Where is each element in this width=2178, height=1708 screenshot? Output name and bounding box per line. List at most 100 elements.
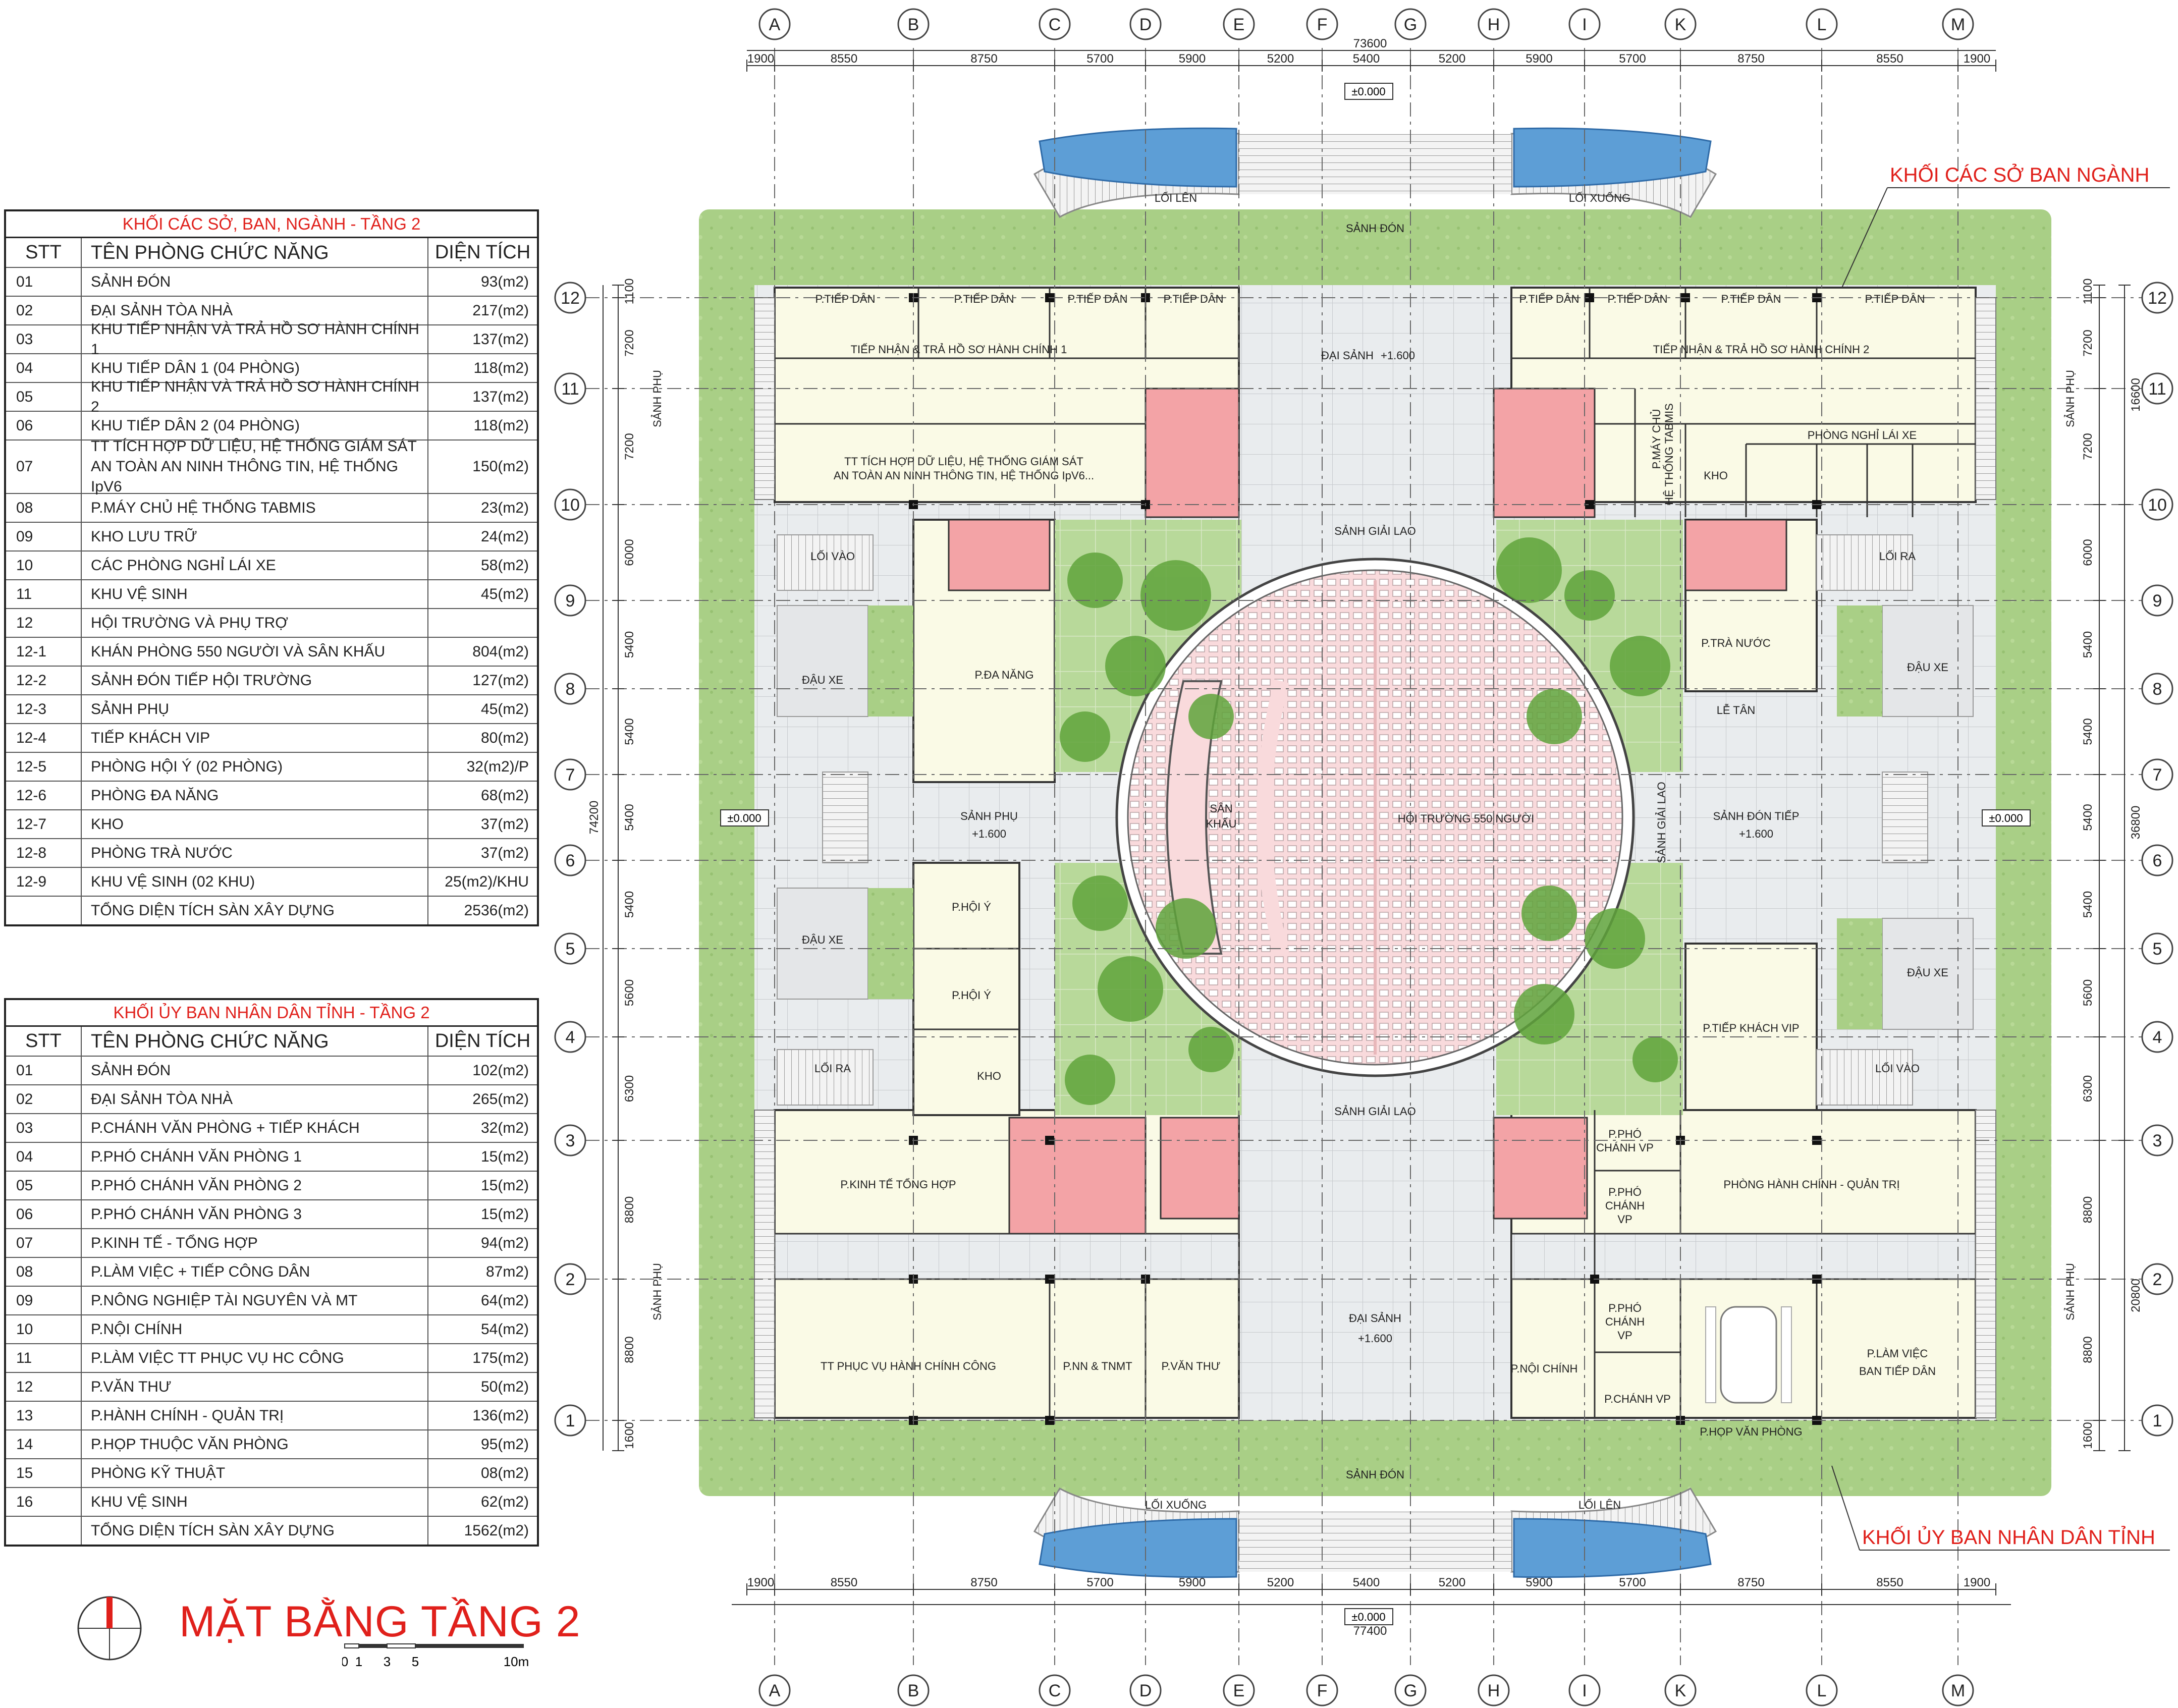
cell-stt: 08 bbox=[6, 494, 82, 522]
dim-label: 6000 bbox=[623, 539, 636, 566]
grid-bubble bbox=[1039, 8, 1071, 40]
cell-name: PHÒNG KỸ THUẬT bbox=[82, 1459, 428, 1487]
cell-area: 804(m2) bbox=[472, 643, 529, 660]
cell-stt: 10 bbox=[6, 552, 82, 579]
cell-name: PHÒNG TRÀ NƯỚC bbox=[82, 839, 428, 867]
dim-label: 1900 bbox=[747, 1576, 774, 1589]
dim-label: 6000 bbox=[2081, 539, 2095, 566]
cell-area: 118(m2) bbox=[473, 359, 529, 376]
room-label: ĐẠI SẢNH bbox=[1349, 1312, 1401, 1325]
grid-bubble bbox=[1223, 1674, 1255, 1706]
grid-bubble bbox=[554, 282, 586, 314]
grid-bubble-label: 1 bbox=[2153, 1411, 2162, 1430]
room-label: P.TIẾP DÂN bbox=[954, 293, 1014, 305]
grid-bubble-label: H bbox=[1488, 15, 1500, 34]
cell-area: 24(m2) bbox=[480, 528, 529, 545]
tree bbox=[1564, 570, 1615, 621]
dim-label: 5400 bbox=[2081, 804, 2095, 831]
dim-label: 5400 bbox=[2081, 891, 2095, 918]
dim-label: 5900 bbox=[1179, 1576, 1206, 1589]
dim-label: 5900 bbox=[1179, 52, 1206, 66]
cell-area: 58(m2) bbox=[480, 557, 529, 574]
cell-name: ĐẠI SẢNH TÒA NHÀ bbox=[82, 1085, 428, 1113]
cell-area: 95(m2) bbox=[480, 1436, 529, 1453]
cell-name: PHÒNG HỘI Ý (02 PHÒNG) bbox=[82, 753, 428, 781]
cell-stt: 02 bbox=[6, 1085, 82, 1113]
grid-bubble bbox=[1129, 8, 1162, 40]
room-label: ĐẬU XE bbox=[1907, 661, 1948, 674]
cell-area: 62(m2) bbox=[480, 1493, 529, 1510]
grid-bubble-label: 9 bbox=[2153, 591, 2162, 611]
grid-bubble bbox=[2141, 488, 2173, 521]
room-label: +1.600 bbox=[972, 828, 1006, 840]
grid-bubble bbox=[1394, 1674, 1427, 1706]
cell-name: TỔNG DIỆN TÍCH SÀN XÂY DỰNG bbox=[82, 897, 428, 924]
room-label: P.NN & TNMT bbox=[1063, 1360, 1132, 1372]
room-label: SẢNH ĐÓN bbox=[1346, 222, 1404, 235]
tree bbox=[1060, 711, 1110, 762]
grid-bubble-label: 10 bbox=[561, 495, 580, 515]
side-label: SẢNH PHỤ bbox=[2064, 1263, 2077, 1320]
scale-bar: 0 1 3 5 10m bbox=[342, 1643, 529, 1669]
landscape bbox=[699, 209, 2051, 1496]
grid-bubble bbox=[554, 1263, 586, 1295]
grid-bubble-label: 5 bbox=[566, 940, 575, 959]
room-label: P.TIẾP DÂN bbox=[815, 293, 875, 305]
grid-bubble bbox=[554, 758, 586, 791]
cell-name: KHU VỆ SINH (02 KHU) bbox=[82, 868, 428, 896]
header-stt: STT bbox=[6, 1027, 82, 1056]
block-labels: KHỐI CÁC SỞ BAN NGÀNH KHỐI ỦY BAN NHÂN D… bbox=[1831, 163, 2170, 1551]
tree bbox=[1098, 956, 1163, 1022]
grid-bubble-label: 2 bbox=[2153, 1270, 2162, 1289]
dim-label: 5200 bbox=[1267, 52, 1294, 66]
cell-stt: 12-9 bbox=[6, 868, 82, 896]
cell-area: 68(m2) bbox=[480, 787, 529, 804]
cell-name: P.LÀM VIỆC TT PHỤC VỤ HC CÔNG bbox=[82, 1344, 428, 1372]
room-label: LỐI RA bbox=[1879, 549, 1916, 563]
grid-bubble bbox=[554, 673, 586, 705]
dim-label: 5400 bbox=[2081, 718, 2095, 745]
dim-label: 6300 bbox=[2081, 1075, 2095, 1102]
cell-name: KHO bbox=[82, 810, 428, 838]
dim-label: 5200 bbox=[1439, 52, 1465, 66]
header-area: DIỆN TÍCH bbox=[434, 1030, 531, 1052]
room-label: KHẤU bbox=[1206, 817, 1236, 830]
room-label: P.NỘI CHÍNH bbox=[1511, 1362, 1578, 1375]
room-label: P.TIẾP DÂN bbox=[1163, 293, 1223, 305]
cell-name: KHU TIẾP DÂN 1 (04 PHÒNG) bbox=[82, 354, 428, 382]
grid-bubble-label: 2 bbox=[566, 1270, 575, 1289]
grid-bubble bbox=[2141, 932, 2173, 965]
room-label: TIẾP NHẬN & TRẢ HỒ SƠ HÀNH CHÍNH 2 bbox=[1653, 343, 1870, 356]
cell-stt: 11 bbox=[6, 580, 82, 608]
cell-stt: 10 bbox=[6, 1315, 82, 1343]
grid-bubble-label: D bbox=[1139, 1681, 1152, 1700]
dim-label: 8550 bbox=[1876, 52, 1903, 66]
dim-total: 77400 bbox=[1353, 1624, 1387, 1638]
cell-area: 15(m2) bbox=[480, 1148, 529, 1165]
cell-area: 1562(m2) bbox=[464, 1522, 529, 1539]
grid-bubble bbox=[1664, 1674, 1697, 1706]
grid-bubble-label: 7 bbox=[566, 765, 575, 785]
room-label: SẢNH ĐÓN TIẾP bbox=[1713, 810, 1800, 822]
room-label: P.PHÓ bbox=[1608, 1128, 1642, 1140]
grid-bubble-label: K bbox=[1675, 1681, 1686, 1700]
room-label: SÂN bbox=[1210, 802, 1232, 815]
room-label: +1.600 bbox=[1358, 1332, 1392, 1345]
dim-label: 8550 bbox=[831, 1576, 857, 1589]
cell-stt: 13 bbox=[6, 1402, 82, 1429]
dim-label: 5400 bbox=[623, 891, 636, 918]
room-label: CHÁNH bbox=[1605, 1199, 1645, 1212]
cell-stt: 11 bbox=[6, 1344, 82, 1372]
cell-name: P.PHÓ CHÁNH VĂN PHÒNG 1 bbox=[82, 1143, 428, 1171]
level-tag: ±0.000 bbox=[1351, 85, 1385, 98]
grid-bubble bbox=[1306, 1674, 1338, 1706]
cell-name: P.PHÓ CHÁNH VĂN PHÒNG 3 bbox=[82, 1200, 428, 1228]
cell-name: PHÒNG ĐA NĂNG bbox=[82, 782, 428, 809]
cell-stt: 12-6 bbox=[6, 782, 82, 809]
dim-label: 1600 bbox=[2081, 1422, 2095, 1449]
